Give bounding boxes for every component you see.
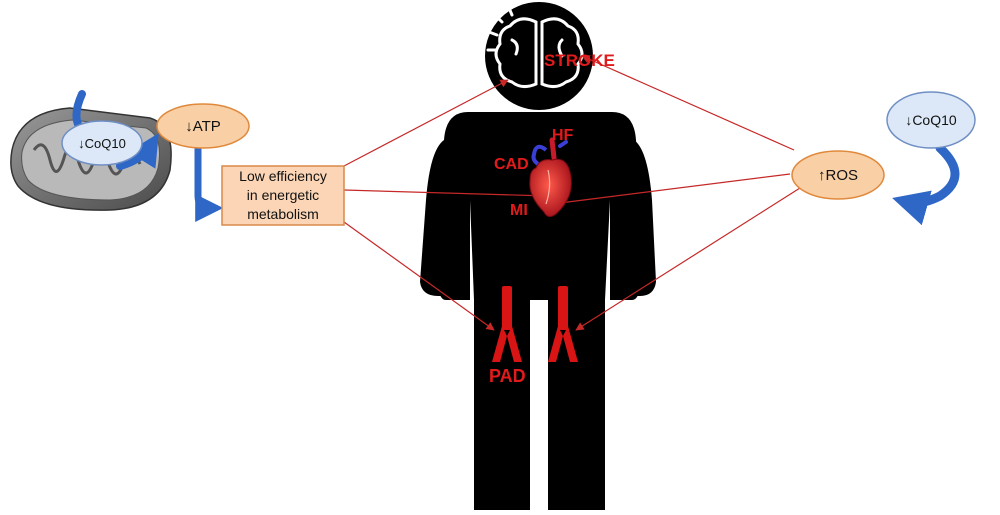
human-silhouette [420, 2, 656, 515]
box-line-3: metabolism [247, 206, 319, 222]
metabolism-box [221, 165, 345, 226]
connector-lines [343, 55, 801, 331]
coq10-right-ellipse [886, 91, 976, 149]
ros-label: ↑ROS [817, 166, 858, 184]
atp-label: ↓ATP [185, 117, 221, 135]
curved-arrow-atp-to-box [194, 148, 224, 222]
coq10-left-ellipse [61, 120, 143, 166]
curved-arrow-left-to-atp [116, 133, 159, 170]
ros-ellipse [791, 150, 885, 200]
atp-ellipse [156, 103, 250, 149]
coq10-left-label: ↓CoQ10 [78, 135, 126, 151]
metabolism-box-text: Low efficiency in energetic metabolism [222, 167, 344, 224]
hf-label: HF [552, 127, 574, 144]
left-artery-icon [492, 286, 522, 362]
cad-label: CAD [494, 156, 529, 173]
right-artery-icon [548, 286, 578, 362]
mi-label: MI [510, 202, 528, 219]
curved-arrow-right-to-ros [892, 143, 960, 226]
box-line-1: Low efficiency [239, 168, 327, 184]
stroke-label: STROKE [544, 51, 615, 70]
box-line-2: in energetic [246, 187, 320, 203]
pad-label: PAD [489, 366, 526, 386]
heart-icon [529, 137, 572, 218]
coq10-right-label: ↓CoQ10 [905, 112, 957, 128]
